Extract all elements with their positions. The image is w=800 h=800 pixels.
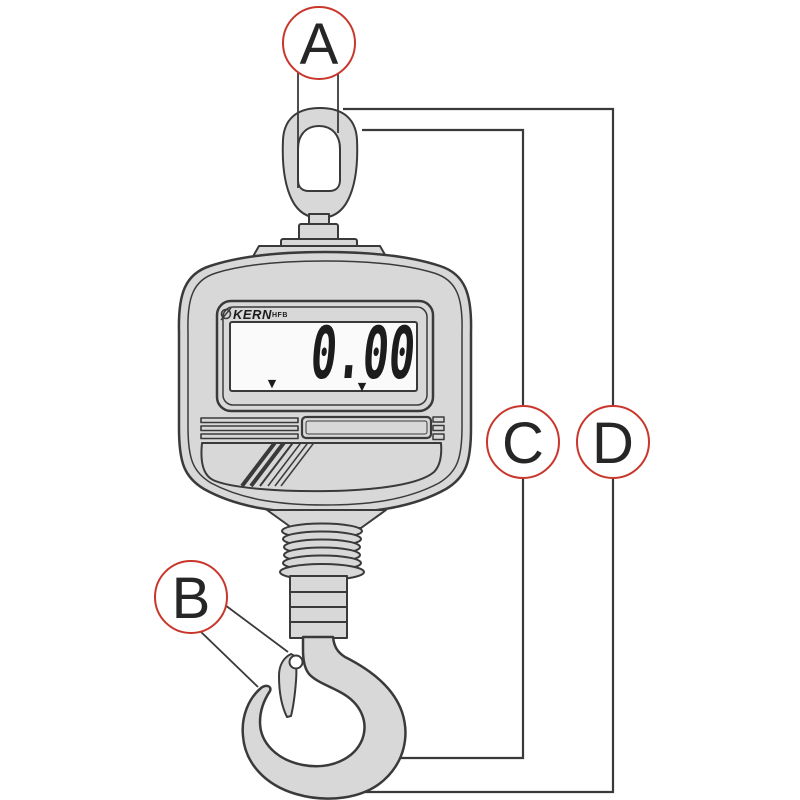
callout-d-letter: D (592, 411, 634, 476)
scale-body-inner-border (187, 260, 463, 506)
tare-button-inner (305, 420, 428, 435)
bellows-connector (266, 509, 387, 529)
brand-logo-icon (220, 308, 232, 320)
callout-a: A (282, 6, 356, 80)
callout-d-ring (576, 405, 650, 479)
brand-logo-icon-slash (220, 307, 232, 321)
crane-hook (241, 635, 407, 800)
indicator-slot (432, 424, 445, 432)
callout-c-ring (486, 405, 560, 479)
callout-b-letter: B (172, 566, 211, 631)
speaker-slot (200, 417, 299, 424)
annunciator-left-icon: ▼ (268, 377, 277, 390)
speaker-slot (200, 433, 299, 440)
callout-b-ring (154, 560, 228, 634)
callout-c-letter: C (502, 411, 544, 476)
tare-button-outer (300, 415, 433, 440)
tare-button (300, 415, 433, 440)
brand-text: KERN (233, 307, 272, 322)
callout-a-letter: A (300, 12, 339, 77)
eye-hole (297, 124, 341, 192)
brand-logo: KERN HFB (220, 307, 288, 322)
decor-stripe (249, 443, 288, 488)
shackle-eye (281, 107, 359, 219)
weight-value: 0.00 (307, 312, 418, 396)
callout-d: D (576, 405, 650, 479)
dimension-bracket-d (343, 107, 615, 794)
lcd-screen (229, 321, 418, 392)
bracket-c-top (362, 128, 525, 406)
decor-stripe (259, 443, 296, 487)
leader-line-b-upper (224, 604, 289, 653)
weight-readout: 0.00 (307, 312, 418, 396)
indicator-slots (432, 416, 445, 441)
bracket-d-bottom (357, 478, 615, 794)
bracket-c-bottom (392, 478, 525, 760)
speaker-slot (200, 425, 299, 432)
decor-stripe (240, 443, 279, 488)
decor-stripe (267, 443, 304, 487)
lower-panel (200, 442, 443, 493)
annunciator-right-icon: ▼ (358, 380, 367, 393)
callout-b: B (154, 560, 228, 634)
latch-pivot (288, 654, 304, 670)
indicator-slot (432, 433, 445, 441)
decor-stripe (274, 443, 311, 487)
callout-c: C (486, 405, 560, 479)
bellows (279, 522, 365, 581)
bracket-d-top (343, 107, 615, 406)
leader-line-b-lower (199, 630, 259, 688)
speaker-slots (200, 417, 299, 440)
bezel-inner (222, 306, 428, 406)
callout-a-ring (282, 6, 356, 80)
dimension-bracket-c (362, 128, 525, 760)
decor-stripe (280, 443, 317, 487)
display-bezel (215, 299, 435, 413)
bezel-outer (215, 299, 435, 413)
indicator-slot (432, 416, 445, 423)
decor-stripes (240, 443, 317, 488)
model-text: HFB (272, 312, 288, 319)
load-shaft (289, 575, 348, 639)
